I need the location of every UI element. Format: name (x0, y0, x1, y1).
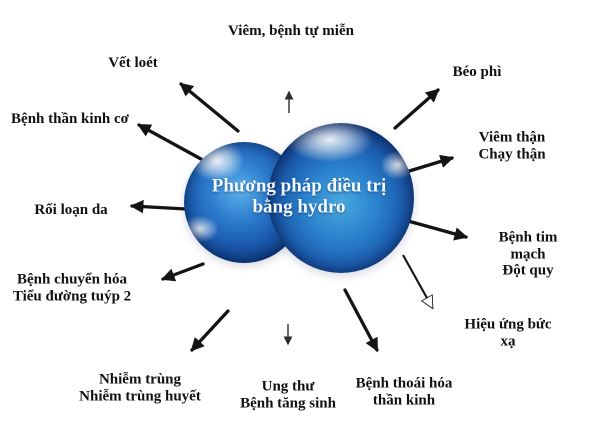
node-label-inflammation-autoimmune: Viêm, bệnh tự miễn (228, 22, 354, 39)
center-title: Phương pháp điều trị bằng hydro (212, 176, 387, 219)
center-title-line1: Phương pháp điều trị (211, 175, 387, 197)
arrow-to-neuromuscular-disease (137, 123, 203, 161)
arrow-to-neurodegenerative (343, 288, 379, 352)
arrow-to-infection-sepsis (190, 309, 230, 352)
node-label-infection-sepsis: Nhiễm trùng Nhiễm trùng huyết (79, 371, 201, 405)
arrow-to-nephritis (404, 154, 454, 174)
arrow-to-obesity (393, 88, 440, 130)
center-title-line2: bằng hydro (252, 197, 346, 218)
arrow-to-skin-disorders (129, 199, 188, 214)
node-label-metabolic-disease-diabetes: Bệnh chuyển hóa Tiểu đường tuýp 2 (12, 271, 132, 305)
node-label-cancer-proliferative: Ung thư Bệnh tăng sinh (240, 378, 336, 412)
node-label-obesity: Béo phì (452, 63, 502, 80)
node-label-radiation-effects: Hiệu ứng bức xạ (464, 316, 552, 350)
arrow-to-ulcers (179, 82, 240, 133)
node-label-neurodegenerative-disease: Bệnh thoái hóa thần kinh (355, 375, 453, 409)
node-label-skin-disorders: Rối loạn da (34, 201, 108, 218)
arrow-to-metabolic-disease (161, 262, 205, 282)
node-label-cardiovascular-stroke: Bệnh tim mạch Đột quy (498, 229, 558, 279)
node-label-neuromuscular-disease: Bệnh thần kinh cơ (11, 110, 129, 127)
arrow-to-cardiovascular (406, 219, 468, 241)
node-label-nephritis-dialysis: Viêm thận Chạy thận (478, 129, 546, 163)
hydrogen-sphere-right (268, 123, 414, 273)
arrow-to-radiation (402, 254, 434, 310)
node-label-ulcers: Vết loét (108, 54, 158, 71)
